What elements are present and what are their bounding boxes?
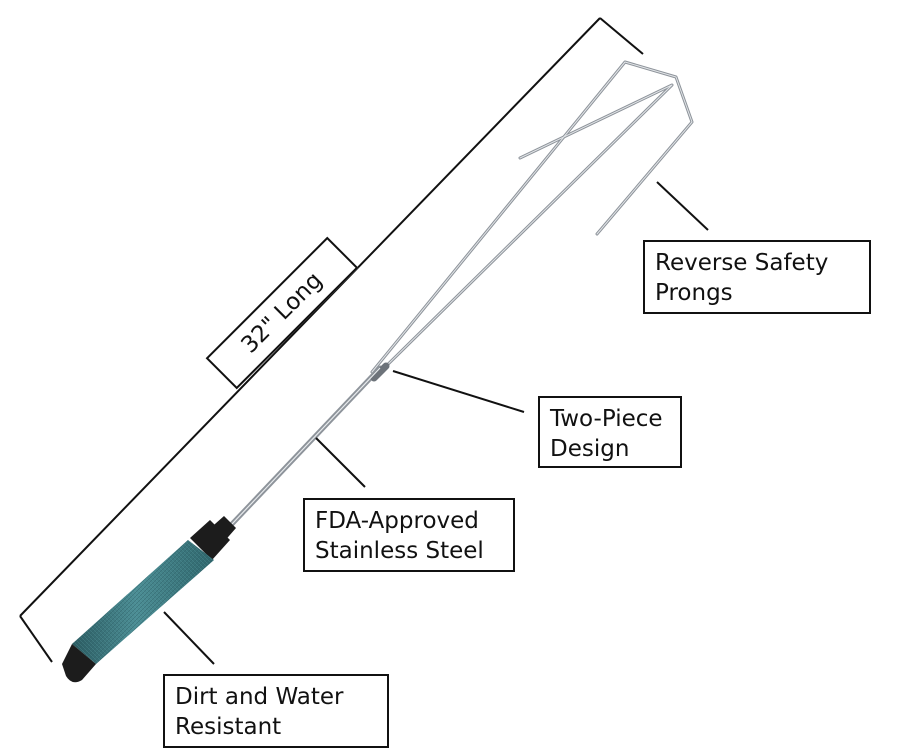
prong-outer: [370, 60, 694, 374]
callout-dirt-water-resistant: Dirt and Water Resistant: [163, 674, 389, 748]
dimension-end-tick-top: [599, 17, 644, 55]
callout-line: Stainless Steel: [315, 538, 484, 564]
handle-end-cap: [62, 644, 96, 683]
callout-line: Prongs: [655, 280, 733, 306]
reverse-prongs: [370, 60, 694, 378]
callout-line: FDA-Approved: [315, 508, 479, 534]
callout-two-piece-design: Two-Piece Design: [538, 396, 682, 468]
leader-two-piece: [392, 370, 525, 413]
shaft-joint: [370, 362, 390, 382]
leader-steel: [315, 437, 366, 488]
dimension-end-tick-bottom: [19, 615, 53, 663]
callout-line: Dirt and Water: [175, 684, 344, 710]
leader-prongs: [656, 181, 709, 231]
callout-line: Two-Piece: [550, 406, 663, 432]
dimension-line: [19, 17, 601, 617]
handle: [62, 516, 236, 683]
leader-resistant: [163, 611, 215, 665]
callout-line: Resistant: [175, 714, 282, 740]
leader-lines: [163, 181, 709, 665]
length-dimension-bracket: [19, 17, 644, 663]
callout-line: Reverse Safety: [655, 250, 829, 276]
steel-shaft: [229, 362, 390, 527]
callout-reverse-safety-prongs: Reverse Safety Prongs: [643, 240, 871, 314]
callout-stainless-steel: FDA-Approved Stainless Steel: [303, 498, 515, 572]
handle-top-cap: [190, 520, 230, 560]
callout-line: Design: [550, 436, 630, 462]
